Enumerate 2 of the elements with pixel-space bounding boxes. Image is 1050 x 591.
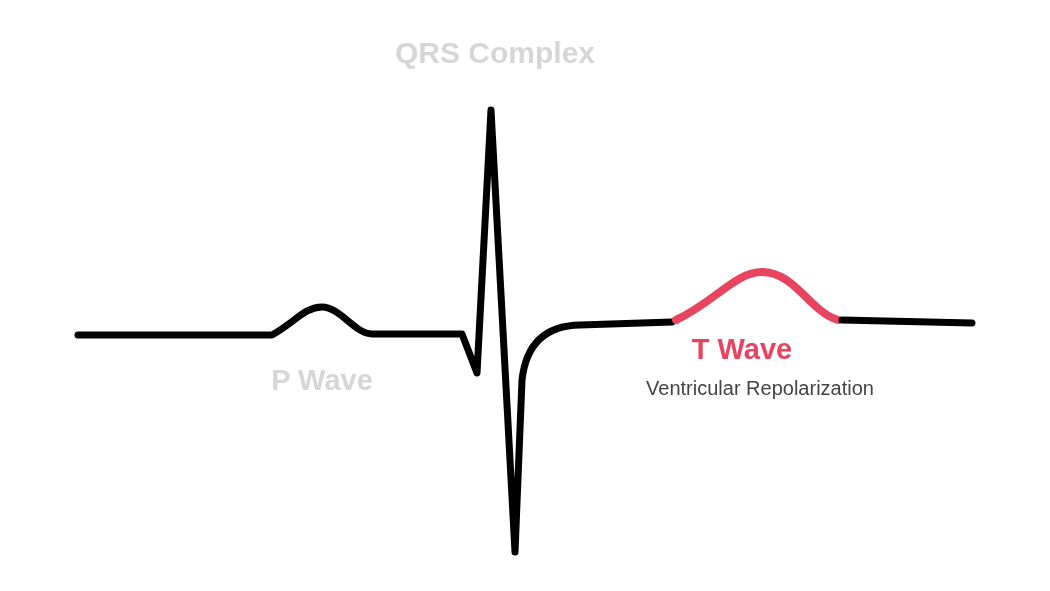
wave-description: Ventricular Repolarization [646, 377, 874, 400]
wave-label: T Wave [691, 333, 793, 366]
